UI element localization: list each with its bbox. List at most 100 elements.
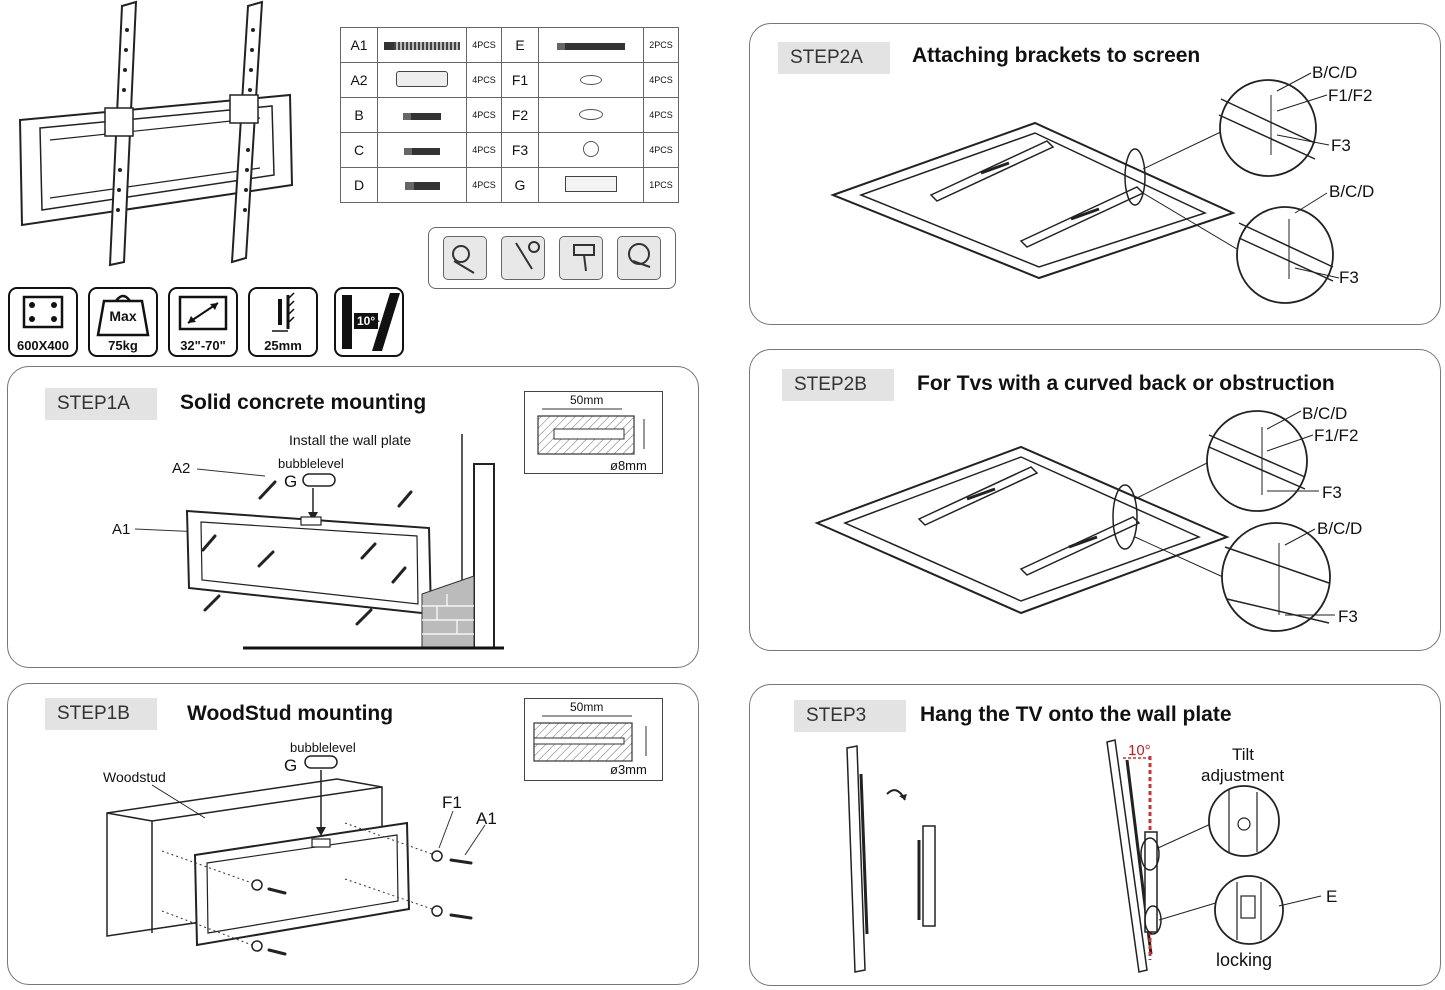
tilt-badge: 10° — [354, 313, 379, 329]
part-code: F1 — [501, 62, 539, 98]
part-qty: 4PCS — [643, 132, 679, 168]
step1b-detail-box — [524, 698, 663, 781]
step1a-diagram — [134, 434, 504, 650]
step1a-detail-drawing — [537, 408, 645, 455]
step2b-title: For Tvs with a curved back or obstructio… — [917, 372, 1335, 395]
step2a-diagram — [830, 72, 1340, 304]
step1b-tag: STEP1B — [45, 698, 157, 730]
part-code: G — [501, 167, 539, 203]
spec-top: Max — [109, 308, 137, 324]
part-code: A2 — [340, 62, 378, 98]
part-qty: 1PCS — [643, 167, 679, 203]
table-row: B 4PCS F2 4PCS — [340, 97, 679, 133]
step1a-bubble-label: bubblelevel — [278, 456, 344, 471]
vesa-spec: 600X400 — [8, 287, 78, 357]
step1a-a1-label: A1 — [112, 521, 131, 538]
step2a-f1f2-label: F1/F2 — [1328, 86, 1373, 105]
part-qty: 2PCS — [643, 27, 679, 63]
step1a-detail-dia: ø8mm — [610, 458, 647, 473]
safety-bolt-icon — [557, 43, 625, 50]
table-row: A2 4PCS F1 4PCS — [340, 62, 679, 98]
part-qty: 4PCS — [466, 27, 502, 63]
wall-distance-icon — [272, 292, 295, 332]
step2b-bcd-label-1: B/C/D — [1302, 404, 1348, 423]
power-drill-icon — [559, 236, 603, 280]
screw-icon — [404, 148, 440, 155]
step2a-f3-label-2: F3 — [1339, 268, 1359, 287]
part-code: D — [340, 167, 378, 203]
step2b-bcd-label-2: B/C/D — [1317, 519, 1363, 538]
step1b-detail-dia: ø3mm — [610, 762, 647, 777]
spec-caption: 32"-70" — [180, 338, 226, 353]
step2b-tag: STEP2B — [782, 369, 894, 401]
long-screw-icon — [384, 42, 460, 50]
washer-icon — [579, 109, 603, 120]
wall-distance-spec: 25mm — [248, 287, 318, 357]
step3-angle-label: 10° — [1128, 742, 1151, 759]
part-qty: 4PCS — [466, 97, 502, 133]
step1b-bubble-label: bubblelevel — [290, 740, 356, 755]
screw-icon — [404, 182, 440, 190]
step2a-title: Attaching brackets to screen — [912, 44, 1201, 67]
bubble-level-icon — [565, 175, 617, 192]
step3-tilt-label: Tilt — [1232, 745, 1255, 764]
step1a-detail-box — [524, 391, 663, 474]
step1b-detail-width: 50mm — [570, 700, 604, 714]
step1b-a1-label: A1 — [476, 809, 497, 828]
step3-title: Hang the TV onto the wall plate — [920, 703, 1232, 726]
screen-size-spec: 32"-70" — [168, 287, 238, 357]
tools-box — [428, 227, 676, 289]
part-code: E — [501, 27, 539, 63]
step1b-title: WoodStud mounting — [187, 702, 394, 725]
parts-table: A1 4PCS E 2PCS A2 4PCS F1 4PCS B 4PCS F2… — [340, 27, 679, 203]
weight-icon — [96, 294, 150, 337]
step1b-f1-label: F1 — [442, 793, 462, 812]
spec-caption: 75kg — [108, 338, 138, 353]
step2a-f3-label-1: F3 — [1331, 136, 1351, 155]
tilt-spec: 10° — [334, 287, 404, 357]
table-row: A1 4PCS E 2PCS — [340, 27, 679, 63]
step2a-bcd-label-2: B/C/D — [1329, 182, 1375, 201]
part-qty: 4PCS — [466, 62, 502, 98]
vesa-pattern-icon — [22, 295, 64, 329]
screw-icon — [403, 113, 441, 120]
screen-size-icon — [178, 295, 228, 331]
step1b-diagram — [106, 755, 486, 956]
step1a-title: Solid concrete mounting — [180, 391, 427, 414]
part-code: F2 — [501, 97, 539, 133]
washer-icon — [580, 75, 602, 85]
step1b-g-label: G — [284, 756, 298, 775]
part-qty: 4PCS — [643, 97, 679, 133]
step3-locking-label: locking — [1216, 950, 1273, 970]
step3-tag: STEP3 — [794, 700, 906, 732]
step2b-diagram — [814, 410, 1335, 632]
spec-caption: 25mm — [264, 338, 302, 353]
wall-anchor-icon — [396, 70, 448, 87]
step3-adjustment-label: adjustment — [1201, 766, 1285, 785]
part-code: C — [340, 132, 378, 168]
weight-spec: Max 75kg — [88, 287, 158, 357]
part-qty: 4PCS — [466, 132, 502, 168]
step1b-woodstud-label: Woodstud — [103, 769, 166, 785]
step1a-install-note: Install the wall plate — [289, 432, 412, 448]
part-qty: 4PCS — [643, 62, 679, 98]
spacer-icon — [583, 140, 599, 157]
part-code: A1 — [340, 27, 378, 63]
step3-e-label: E — [1326, 887, 1338, 906]
part-code: B — [340, 97, 378, 133]
table-row: D 4PCS G 1PCS — [340, 167, 679, 203]
part-code: F3 — [501, 132, 539, 168]
step1a-detail-width: 50mm — [570, 393, 604, 407]
table-row: C 4PCS F3 4PCS — [340, 132, 679, 168]
step2a-tag: STEP2A — [778, 42, 890, 74]
part-qty: 4PCS — [466, 167, 502, 203]
step1a-a2-label: A2 — [172, 460, 191, 477]
wall-mount-product-illustration — [18, 0, 294, 267]
tool-glyphs — [452, 241, 651, 274]
step2b-f3-label-2: F3 — [1338, 607, 1358, 626]
step2b-f3-label-1: F3 — [1322, 483, 1342, 502]
drill-bit-icon — [443, 236, 487, 280]
step1a-g-label: G — [284, 472, 298, 491]
spec-caption: 600X400 — [16, 338, 70, 353]
step3-diagram — [846, 739, 1322, 973]
